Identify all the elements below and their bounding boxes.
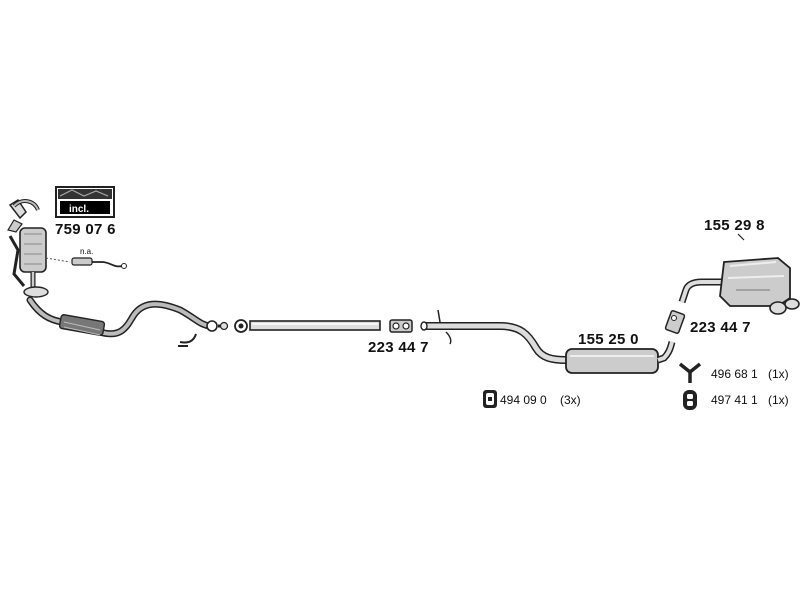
hardware-number: 496 68 1 [711,367,758,381]
front-pipe [26,296,229,347]
lambda-sensor [45,257,127,269]
hardware-quantity: (3x) [560,393,581,407]
pipe-connector-middle [389,319,413,333]
connector-part-number-middle: 223 44 7 [368,339,429,356]
connector-part-number-rear: 223 44 7 [690,319,751,336]
sensor-note: n.a. [80,247,94,256]
rear-silencer-part-number: 155 29 8 [704,217,765,234]
hardware-number: 494 09 0 [500,393,547,407]
catalytic-converter-assembly [7,198,49,298]
hanger-icon [678,362,702,383]
rubber-mount-icon [483,390,497,408]
kit-box-icon [55,186,115,218]
hardware-number: 497 41 1 [711,393,758,407]
hardware-quantity: (1x) [768,393,789,407]
kit-included-label: incl. [68,204,89,215]
intermediate-pipe [234,319,381,333]
middle-silencer-assembly [420,309,676,374]
catalyst-part-number: 759 07 6 [55,221,116,238]
pipe-connector-rear [664,310,686,334]
rubber-ring-icon [683,390,697,410]
rear-silencer-assembly [678,233,800,315]
hardware-quantity: (1x) [768,367,789,381]
middle-silencer-part-number: 155 25 0 [578,331,639,348]
